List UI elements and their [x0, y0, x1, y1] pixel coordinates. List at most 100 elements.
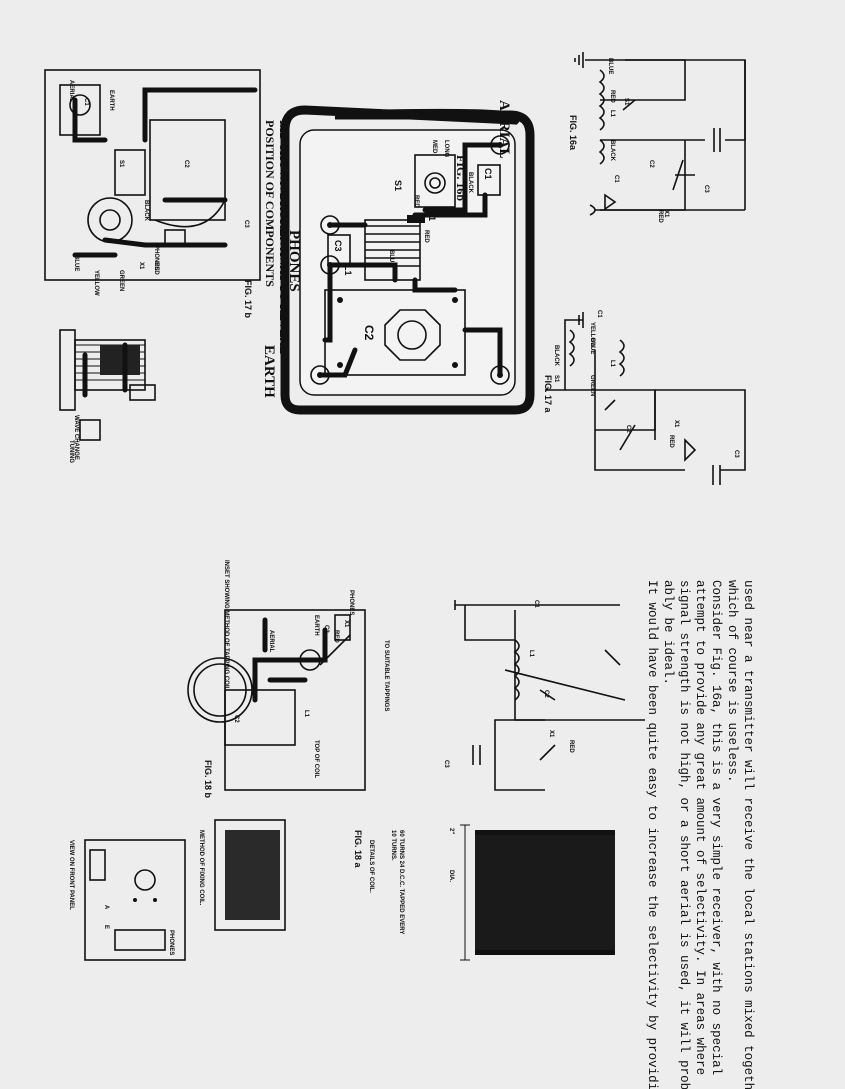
fig18-label-l1: L1 [528, 650, 534, 658]
front-panel-caption: VIEW ON FRONT PANEL [68, 840, 74, 910]
fig17b-label-c1: C1 [83, 98, 89, 106]
fig18b-label-top-of-coil: TOP OF COIL [313, 740, 319, 778]
fig17b-label-blue: BLUE [73, 255, 79, 271]
fig16a-label-red2: RED [657, 210, 663, 223]
fig16a-label-c3: C3 [703, 185, 709, 193]
fig18b-label-phones: PHONES [348, 590, 354, 615]
fig18b-label-aerial: AERIAL [268, 630, 274, 653]
fig16a-label-c2: C2 [648, 160, 654, 168]
fig17a-label-x1: X1 [673, 420, 679, 428]
fig18-schematic: C1 L1 C2 X1 RED C3 [443, 600, 645, 791]
fig16b-phones: PHONES [286, 230, 302, 292]
fig17a-label-green: GREEN [589, 375, 595, 396]
fig17a-label-red: RED [668, 435, 674, 448]
fig17a-label-c1: C1 [596, 310, 602, 318]
fig17b-label-c3: C3 [243, 220, 249, 228]
fig16a-label-red: RED [609, 90, 615, 103]
panel-label-phones: PHONES [168, 930, 174, 955]
fig18a-coil-details: DETAILS OF COIL. [368, 840, 374, 893]
fig16b-aerial: AERIAL [496, 100, 512, 158]
fig17b-label-green: GREEN [118, 270, 124, 291]
fig18b-label-earth: EARTH [313, 615, 319, 636]
fig16b-box: AERIAL EARTH PHONES LID SHOWN BROKEN AWA… [261, 100, 535, 415]
body-text-line-6: ably be ideal. [661, 580, 675, 685]
fig18b-label-red: RED [333, 630, 339, 643]
fig16b-label-l1: L1 [343, 265, 353, 276]
fig16a-label-s1: S1 [623, 98, 629, 106]
fig17a-caption: FIG. 17 a [543, 375, 553, 414]
body-text-line-1: used near a transmitter will receive the… [741, 580, 755, 1089]
fig16b-label-med: MED [431, 140, 437, 154]
fig18b-caption: FIG. 18 b [203, 760, 213, 799]
fig17b-label-yellow: YELLOW [93, 270, 99, 296]
fig18a-coil-note-2: 10 TURNS. [390, 830, 396, 861]
fixing-caption: METHOD OF FIXING COIL. [198, 830, 204, 906]
fig16a-label-c1: C1 [613, 175, 619, 183]
fig17a-label-l1: L1 [609, 360, 615, 368]
body-text-line-4: attempt to provide any great amount of s… [693, 580, 707, 1075]
fig16b-label-s1: S1 [393, 180, 403, 191]
fig17b-caption: FIG. 17 b [243, 280, 253, 319]
fig17b-label-earth: EARTH [108, 90, 114, 111]
front-panel-view: PHONES A E VIEW ON FRONT PANEL [68, 839, 186, 961]
fig17b-label-c2: C2 [183, 160, 189, 168]
fig18b-label-c3: C3 [323, 625, 329, 633]
fig18-label-c3: C3 [443, 760, 449, 768]
fig16a-label-x1: X1 [663, 210, 669, 218]
fig17b-side-view: WAVE CHANGE TUNING [59, 329, 156, 463]
fig17b-top-view: AERIAL EARTH C1 C2 S1 BLACK BLUE YELLOW … [44, 69, 261, 319]
body-text-line-2: which of course is useless. [725, 580, 739, 783]
fig18-inset-caption: INSET SHOWING METHOD OF TAPPING COIL. [223, 560, 229, 692]
fig16b-label-c3: C3 [333, 240, 343, 252]
fig17b-label-red: RED [153, 262, 159, 275]
fig17a-schematic: C1 YELLOW BLUE L1 GREEN BLACK S1 C2 X1 R… [543, 310, 746, 485]
fig17b-label-phones: PHONES [153, 245, 159, 270]
fig18-label-x1: X1 [548, 730, 554, 738]
fig16b-lid-note-2: POSITION OF COMPONENTS [263, 120, 277, 287]
fig16b-label-c1: C1 [483, 168, 493, 180]
fig16a-caption: FIG. 16a [568, 115, 578, 151]
fig18b-label-x1: X1 [343, 620, 349, 628]
fig17b-label-s1: S1 [118, 160, 124, 168]
fig16a-label-blue: BLUE [607, 58, 613, 74]
fig17a-label-yellow: YELLOW [589, 322, 595, 348]
fig18b-label-c2: C2 [233, 715, 239, 723]
fig16b-label-x1: X1 [427, 210, 437, 221]
fig17b-label-black: BLACK [143, 200, 149, 222]
fig17b-wave-change: WAVE CHANGE [73, 415, 79, 460]
fig16b-label-long: LONG [443, 140, 449, 158]
fig18b-label-l1: L1 [303, 710, 309, 718]
fig18-label-c1: C1 [533, 600, 539, 608]
body-text-line-3: Consider Fig. 16a, this is a very simple… [709, 580, 723, 1075]
fig16b-lid-note-1: LID SHOWN BROKEN AWAY TO REVEAL [277, 120, 291, 354]
fig17b-label-x1: X1 [138, 262, 144, 270]
fig18a-coil: 2" DIA. 60 TURNS 24 D.C.C. TAPPED EVERY … [353, 824, 615, 961]
fig18a-caption: FIG. 18 a [353, 830, 363, 869]
fig18a-coil-note-1: 60 TURNS 24 D.C.C. TAPPED EVERY [398, 830, 404, 934]
fig17b-label-aerial: AERIAL [68, 80, 74, 103]
fig18b-wiring: EARTH AERIAL PHONES X1 RED C3 C2 L1 TOP … [187, 560, 389, 799]
fig18a-dim-small: 2" [448, 828, 454, 834]
fig18a-dim-dia: DIA. [448, 870, 454, 882]
fig16b-caption: FIG. 16b [454, 155, 468, 201]
fig16b-label-black: BLACK [467, 172, 473, 194]
body-text-line-7: It would have been quite easy to increas… [645, 580, 659, 1089]
fig16b-label-blue: BLUE [388, 250, 394, 266]
fig18-label-red: RED [568, 740, 574, 753]
fig17a-label-blue: BLUE [589, 338, 595, 354]
fig17a-label-s1: S1 [553, 375, 559, 383]
fig18b-label-tappings: TO SUITABLE TAPPINGS [383, 640, 389, 711]
fig16a-label-black: BLACK [609, 140, 615, 162]
fig17b-tuning: TUNING [68, 440, 74, 463]
body-text: used near a transmitter will receive the… [645, 580, 755, 1089]
body-text-line-5: signal strength is not high, or a short … [677, 580, 691, 1089]
fig16b-label-c2: C2 [362, 325, 376, 341]
fig16a-label-l1: L1 [609, 110, 615, 118]
method-of-fixing-coil: METHOD OF FIXING COIL. [198, 819, 286, 931]
fig16b-label-red: RED [413, 195, 419, 208]
fig16b-label-red2: RED [423, 230, 429, 243]
fig16b-earth: EARTH [261, 345, 277, 398]
